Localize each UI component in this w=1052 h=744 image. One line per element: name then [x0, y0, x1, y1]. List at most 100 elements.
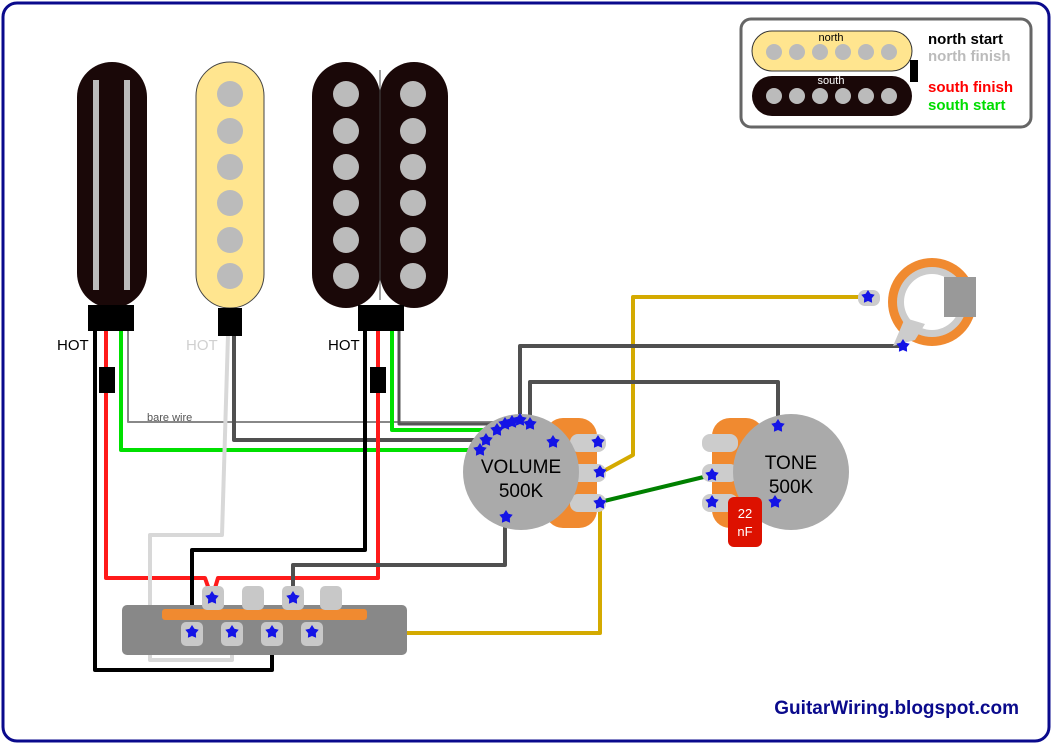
solder-point [705, 495, 719, 508]
volume-pot-value: 500K [499, 481, 544, 502]
legend-north-start: north start [928, 31, 1003, 48]
solder-point [505, 415, 519, 428]
solder-point [479, 433, 493, 446]
bridge-pole [333, 81, 359, 107]
wire-bridge-grey [397, 328, 507, 426]
legend-pole [789, 44, 805, 60]
wires [93, 295, 905, 672]
legend-north-coil [751, 30, 913, 72]
bridge-pole [333, 227, 359, 253]
middle-pole [217, 154, 243, 180]
middle-pickup-tab [218, 308, 242, 336]
switch-lug-top [242, 586, 264, 610]
site-credit: GuitarWiring.blogspot.com [774, 698, 1019, 719]
bridge-pole [333, 154, 359, 180]
bridge-pole [333, 190, 359, 216]
solder-point [768, 495, 782, 508]
bridge-hot-label: HOT [328, 337, 360, 354]
capacitor-value: 22 [738, 506, 752, 521]
wire-neck-green [119, 328, 482, 452]
tone-pot: TONE 500K [702, 414, 849, 530]
bridge-pole [400, 263, 426, 289]
solder-point [305, 625, 319, 638]
wire-volume-jack [598, 295, 870, 475]
legend-pole [881, 44, 897, 60]
volume-pot: VOLUME 500K [463, 414, 606, 530]
solder-point [265, 625, 279, 638]
middle-pole [217, 118, 243, 144]
solder-point [286, 591, 300, 604]
bridge-pole [400, 81, 426, 107]
neck-pickup-body [77, 62, 147, 308]
neck-hot-label: HOT [57, 337, 89, 354]
middle-pole [217, 81, 243, 107]
wire-neck-bare [127, 329, 511, 423]
legend-pole [812, 88, 828, 104]
bridge-south-coil [380, 62, 448, 308]
bare-wire-label: bare wire [147, 412, 192, 424]
solder-point [473, 443, 487, 456]
bridge-pole [400, 118, 426, 144]
tone-pot-value: 500K [769, 477, 814, 498]
legend-north-finish: north finish [928, 48, 1011, 65]
bridge-pole [400, 154, 426, 180]
legend-pole [858, 44, 874, 60]
legend-north-label: north [818, 32, 843, 44]
legend-pole [812, 44, 828, 60]
output-jack [858, 258, 976, 346]
neck-pickup: HOT [57, 62, 147, 393]
legend-pole [766, 44, 782, 60]
solder-point [546, 435, 560, 448]
neck-blade-left [93, 80, 99, 290]
solder-point [861, 290, 875, 303]
wire-bridge-green [390, 328, 499, 432]
legend-south-label: south [818, 75, 845, 87]
solder-point [593, 465, 607, 478]
neck-pickup-tab [88, 305, 134, 331]
middle-hot-label: HOT [186, 337, 218, 354]
switch-contact-bar [162, 609, 367, 620]
solder-point [771, 419, 785, 432]
solder-point [896, 339, 910, 352]
solder-point [499, 510, 513, 523]
neck-wire-shrink [99, 367, 115, 393]
wire-bridge-black [190, 328, 367, 634]
legend-pole [881, 88, 897, 104]
wire-switch-output [310, 502, 602, 635]
volume-lug [570, 464, 606, 482]
wire-middle-ground [232, 333, 489, 442]
middle-pickup: HOT [186, 61, 265, 354]
tone-pot-casing [733, 414, 849, 530]
wire-switch-volume [291, 515, 507, 600]
solder-point [205, 591, 219, 604]
bridge-north-coil [312, 62, 380, 308]
wire-volume-tone [598, 473, 714, 504]
legend-pole [835, 44, 851, 60]
solder-point [591, 435, 605, 448]
bridge-pole [400, 227, 426, 253]
bridge-pole [333, 118, 359, 144]
legend-pole [858, 88, 874, 104]
bridge-wire-shrink [370, 367, 386, 393]
capacitor-body [728, 497, 762, 547]
legend-south-coil [752, 76, 912, 116]
switch-lug-top [320, 586, 342, 610]
solder-points [185, 290, 910, 638]
legend-south-finish: south finish [928, 79, 1013, 96]
bridge-pole [400, 190, 426, 216]
bridge-pole [333, 263, 359, 289]
jack-sleeve-lug [893, 318, 925, 346]
legend-pole [766, 88, 782, 104]
solder-point [185, 625, 199, 638]
legend-pole [789, 88, 805, 104]
capacitor-unit: nF [737, 524, 752, 539]
tone-capacitor: 22 nF [728, 497, 762, 547]
wire-ground-tone [528, 380, 780, 428]
solder-point [490, 423, 504, 436]
wire-middle-white [148, 333, 234, 662]
volume-pot-label: VOLUME [481, 457, 561, 478]
middle-pole [217, 190, 243, 216]
solder-point [705, 468, 719, 481]
solder-point [225, 625, 239, 638]
